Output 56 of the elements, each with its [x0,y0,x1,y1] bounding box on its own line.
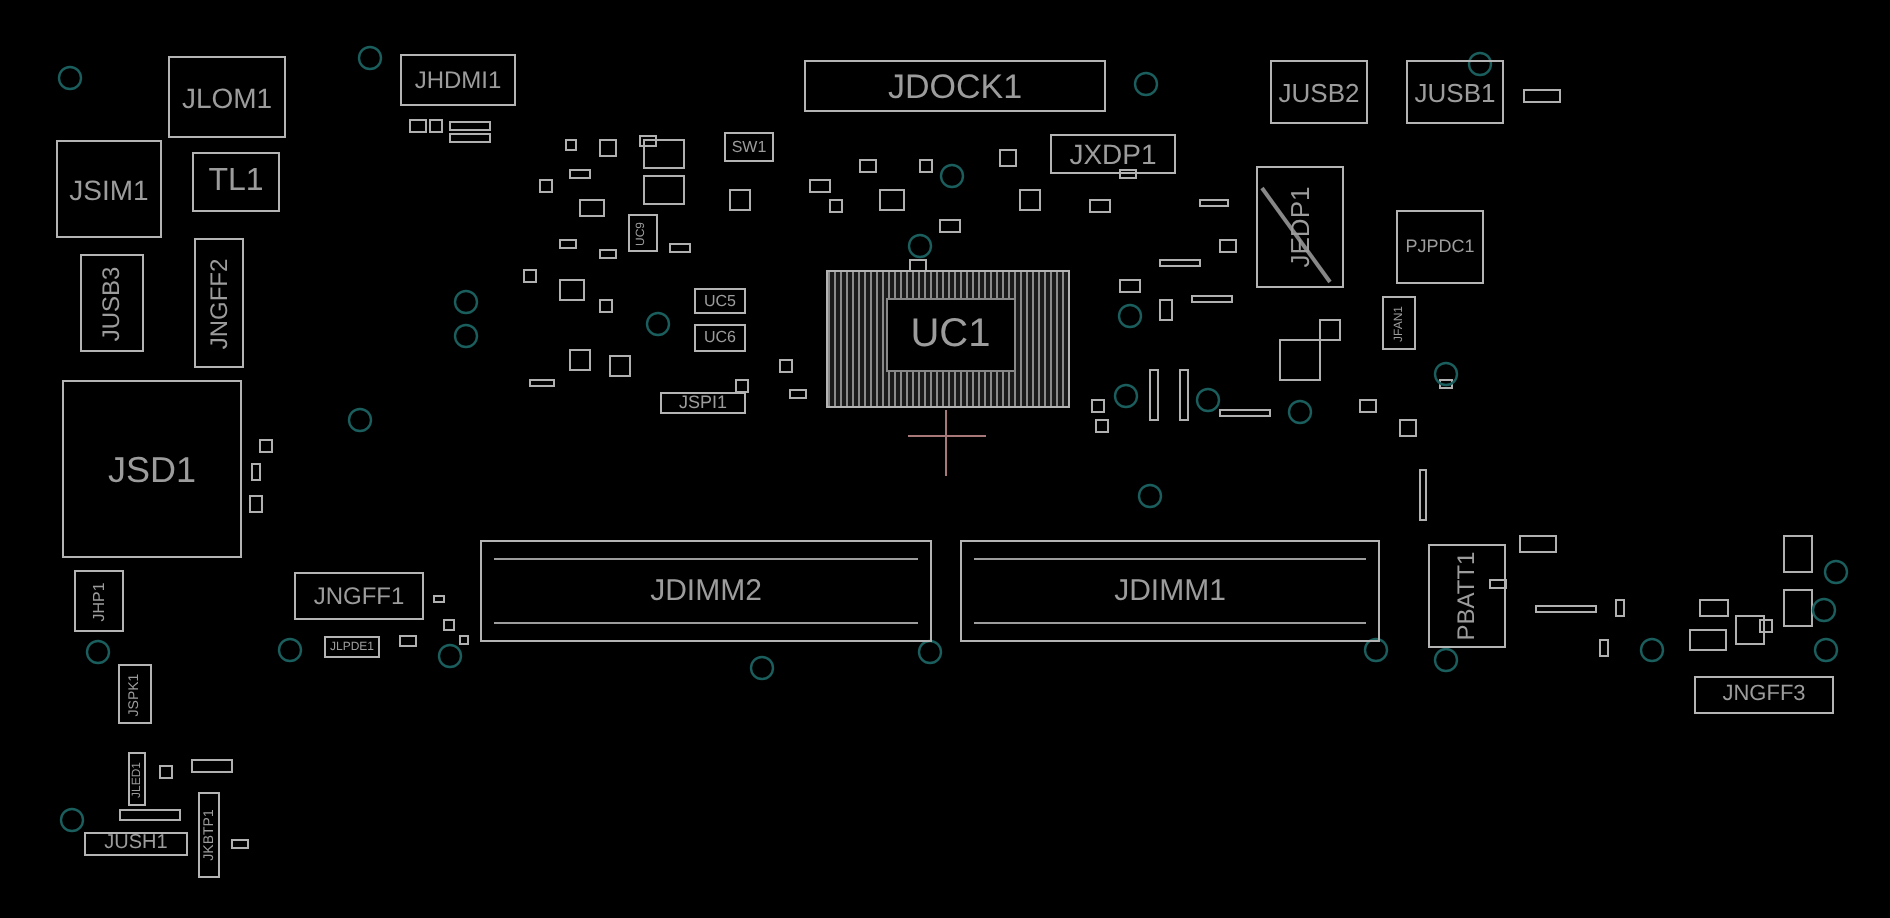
memory-slot [960,540,1380,642]
component-outline [192,152,280,212]
reference-designator: JHDMI1 [414,68,502,92]
component-outline [294,572,424,620]
reference-designator: JNGFF2 [207,257,231,349]
reference-designator: TL1 [208,166,264,198]
component-outline [128,752,146,806]
reference-designator: JLOM1 [181,83,273,111]
component-outline [1396,210,1484,284]
component-outline [1694,676,1834,714]
component-outline [694,288,746,314]
reference-designator: PJPDC1 [1405,238,1475,256]
reference-designator: JDIMM2 [650,576,762,606]
processor-chip [826,270,1070,408]
reference-designator: UC6 [703,330,736,346]
reference-designator: UC1 [910,314,991,355]
component-outline [324,636,380,658]
reference-designator: UC5 [703,293,736,309]
component-outline [56,140,162,238]
component-outline [724,132,774,162]
component-outline [118,664,152,724]
reference-designator: JUSB1 [1414,79,1496,105]
reference-designator: JUSB3 [100,265,124,341]
reference-designator: JSIM1 [69,175,149,203]
component-outline [1406,60,1504,124]
reference-designator: JSPI1 [678,394,727,412]
component-outline [168,56,286,138]
reference-designator: JDIMM1 [1114,576,1226,606]
component-outline [1428,544,1506,648]
component-outline [1270,60,1368,124]
component-outline [660,392,746,414]
reference-designator: JSD1 [107,451,196,487]
component-outline [62,380,242,558]
component-outline [74,570,124,632]
reference-designator: JUSB2 [1278,79,1360,105]
reference-designator: JNGFF3 [1722,684,1806,706]
component-outline [80,254,144,352]
reference-designator: JHP1 [91,581,107,621]
component-outline [1382,296,1416,350]
reference-designator: JDOCK1 [887,69,1023,103]
reference-designator: SW1 [731,139,767,155]
component-outline [84,832,188,856]
reference-designator: JNGFF1 [313,584,405,608]
reference-designator: JXDP1 [1069,140,1157,168]
component-outline [194,238,244,368]
component-outline [694,324,746,352]
reference-designator: PBATT1 [1455,551,1479,641]
reference-designator: JUSH1 [104,834,168,854]
reference-designator: JEDP1 [1287,186,1313,268]
component-outline [1050,134,1176,174]
component-outline [400,54,516,106]
component-outline [628,214,658,252]
component-outline [198,792,220,878]
memory-slot [480,540,932,642]
component-outline [1256,166,1344,288]
component-outline [804,60,1106,112]
